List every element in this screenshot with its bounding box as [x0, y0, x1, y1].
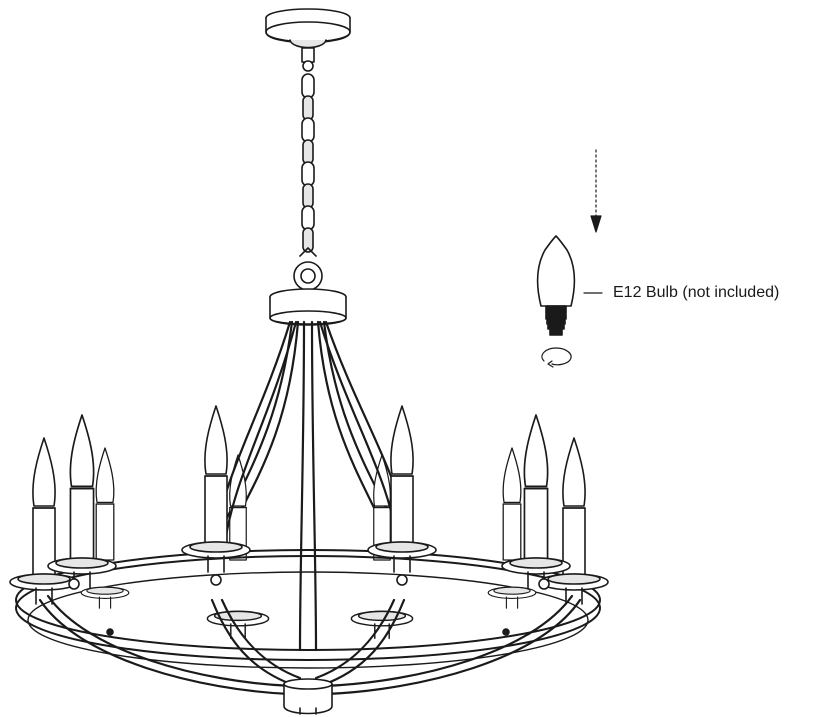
- ceiling-canopy: [265, 8, 351, 72]
- main-ring: [15, 549, 601, 669]
- back-arms: [224, 320, 394, 652]
- front-arms: [38, 320, 582, 696]
- bulb-callout-label: E12 Bulb (not included): [613, 284, 780, 301]
- bottom-finial: [283, 678, 333, 715]
- arrow-down-icon: [590, 149, 602, 233]
- back-candles: [95, 447, 522, 561]
- back-cups: [80, 586, 537, 640]
- center-hub: [269, 288, 347, 326]
- front-candles: [32, 405, 586, 579]
- candle-bulb-icon: [536, 235, 576, 336]
- chain: [293, 73, 323, 291]
- ring-knobs: [68, 574, 550, 636]
- rotate-clockwise-icon: [541, 347, 572, 368]
